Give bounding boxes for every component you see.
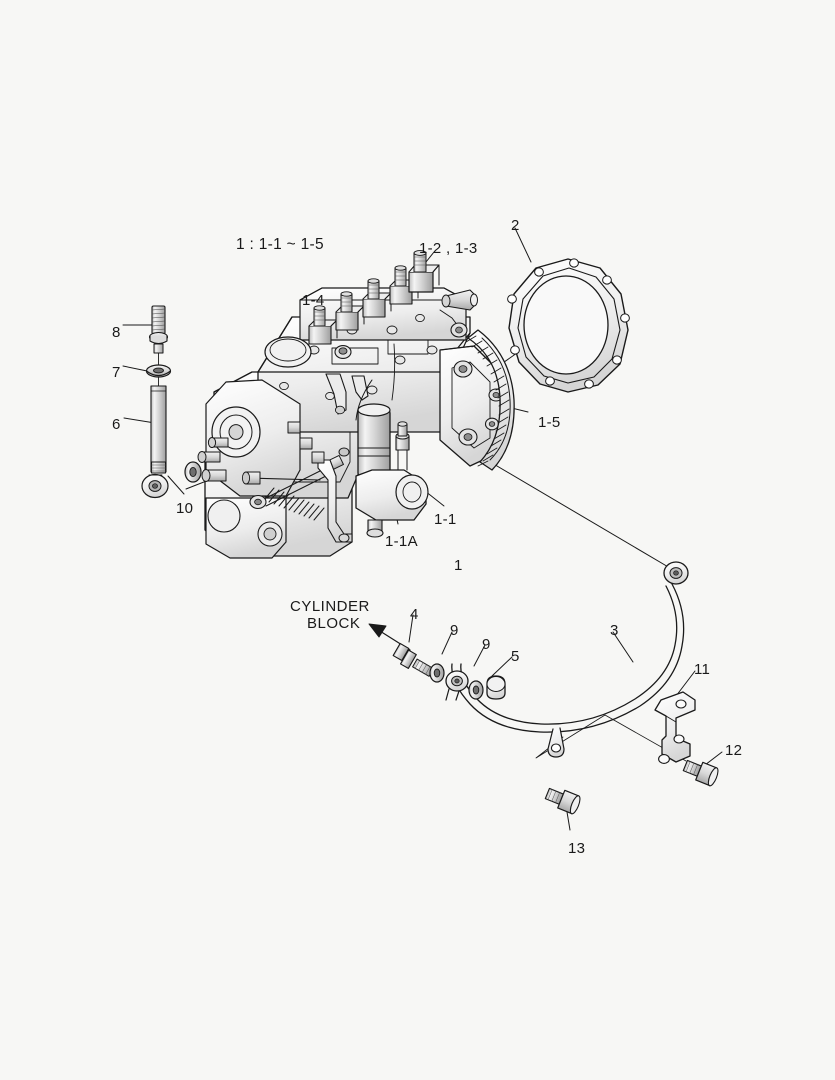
part-5-overflow-cap <box>486 675 506 700</box>
callout-7: 7 <box>112 364 121 381</box>
callout-6: 6 <box>112 416 121 433</box>
part-1-1-feed-pump <box>355 421 429 538</box>
callout-5: 5 <box>511 648 520 665</box>
part-10-washer <box>184 461 202 483</box>
control-rack-spring <box>241 373 369 543</box>
part-12-bracket-bolt <box>682 759 719 787</box>
note-assembly-range: 1 : 1-1 ~ 1-5 <box>236 236 324 253</box>
callout-8: 8 <box>112 324 121 341</box>
callout-1-2-1-3: 1-2 , 1-3 <box>419 240 478 257</box>
left-shaft-bolts <box>197 437 229 482</box>
callout-1-1: 1-1 <box>434 511 457 528</box>
pipe-end-union <box>445 670 469 701</box>
delivery-valve-holders <box>308 250 440 345</box>
part-3-fuel-return-pipe <box>451 561 689 758</box>
cylinder-block-label-line2: BLOCK <box>307 615 361 632</box>
part-2-gasket <box>507 258 630 393</box>
callout-9-second: 9 <box>482 636 491 653</box>
callout-4: 4 <box>410 606 419 623</box>
callout-2: 2 <box>511 217 520 234</box>
part-6-fuel-pipe-rod <box>141 376 169 499</box>
callout-3: 3 <box>610 622 619 639</box>
callout-1: 1 <box>454 557 463 574</box>
callout-1-4: 1-4 <box>302 292 325 309</box>
part-1-1a-priming-plunger <box>357 403 391 477</box>
callout-13: 13 <box>568 840 586 857</box>
part-9-washer-second <box>468 680 484 700</box>
part-1-4-stud <box>334 345 352 359</box>
callout-10: 10 <box>176 500 194 517</box>
part-9-washer-first <box>429 663 445 683</box>
part-4-eye-bolt <box>392 642 435 677</box>
callout-12: 12 <box>725 742 743 759</box>
part-1-5-drive-gear <box>465 329 515 471</box>
inlet-tube <box>439 289 478 338</box>
cylinder-block-label-line1: CYLINDER <box>290 598 370 615</box>
part-13-clamp-bolt <box>544 787 581 815</box>
part-8-stud-bolt <box>148 305 169 369</box>
callout-1-5: 1-5 <box>538 414 561 431</box>
part-7-washer <box>145 364 172 378</box>
callout-1-1a: 1-1A <box>385 533 418 550</box>
callout-11: 11 <box>694 661 711 678</box>
part-1-injection-pump-body <box>197 250 515 559</box>
callout-9-first: 9 <box>450 622 459 639</box>
part-11-pipe-clamp-bracket <box>654 691 696 764</box>
